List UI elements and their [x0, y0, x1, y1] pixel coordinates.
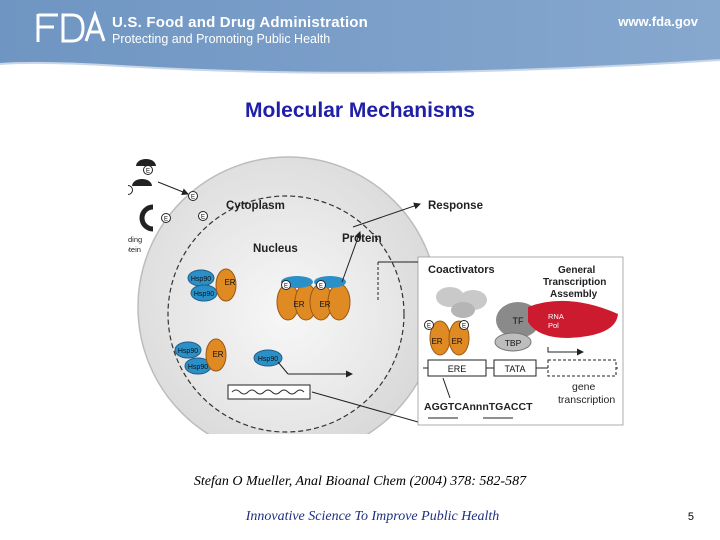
svg-text:Pol: Pol [548, 321, 559, 330]
hsp90-er-complex-bottom: Hsp90 Hsp90 ER Hsp90 [174, 338, 283, 375]
svg-text:Transcription: Transcription [543, 277, 606, 288]
transcription-detail-panel: Coactivators General Transcription Assem… [417, 256, 624, 426]
svg-text:ERE: ERE [448, 364, 467, 374]
nucleus-label: Nucleus [253, 243, 298, 255]
page-number: 5 [687, 511, 694, 523]
estrogen-molecule [188, 191, 198, 201]
header-banner: U.S. Food and Drug Administration Protec… [0, 0, 720, 75]
binding-protein-label-2: protein [128, 245, 141, 254]
svg-text:ER: ER [451, 337, 462, 346]
dna-strand [227, 384, 311, 400]
svg-text:Hsp90: Hsp90 [178, 348, 198, 355]
svg-text:E: E [191, 195, 195, 201]
website-link[interactable]: www.fda.gov [618, 14, 698, 29]
svg-text:ER: ER [319, 300, 330, 309]
protein-label: Protein [342, 233, 382, 245]
svg-text:E: E [462, 324, 466, 330]
svg-text:ER: ER [224, 278, 235, 287]
estrogen-molecules-outside: E E E [128, 159, 171, 232]
svg-text:RNA: RNA [548, 312, 564, 321]
mechanism-diagram: E E E binding protein E E Cytoplasm Nucl… [128, 156, 624, 434]
citation-text: Stefan O Mueller, Anal Bioanal Chem (200… [193, 474, 527, 489]
svg-text:E: E [319, 284, 323, 290]
svg-text:gene: gene [572, 381, 596, 393]
response-arrow [352, 202, 421, 228]
agency-tagline: Protecting and Promoting Public Health [112, 32, 331, 46]
svg-text:TATA: TATA [505, 364, 526, 374]
svg-text:transcription: transcription [558, 394, 615, 406]
svg-text:Hsp90: Hsp90 [258, 356, 278, 363]
estrogen-molecule [198, 211, 208, 221]
svg-text:E: E [284, 284, 288, 290]
svg-text:E: E [146, 169, 150, 175]
svg-text:Hsp90: Hsp90 [191, 276, 211, 283]
ere-sequence: AGGTCAnnnTGACCT [424, 401, 533, 413]
header-background [0, 0, 720, 74]
svg-text:Coactivators: Coactivators [428, 264, 495, 276]
agency-name: U.S. Food and Drug Administration [112, 14, 369, 31]
fda-logo [36, 10, 106, 43]
svg-text:Hsp90: Hsp90 [188, 364, 208, 371]
svg-text:E: E [164, 217, 168, 223]
footer-slogan: Innovative Science To Improve Public Hea… [245, 509, 500, 524]
svg-text:ER: ER [293, 300, 304, 309]
svg-text:E: E [427, 324, 431, 330]
svg-text:ER: ER [212, 350, 223, 359]
svg-text:TBP: TBP [505, 338, 522, 348]
response-label: Response [428, 200, 483, 212]
svg-text:Hsp90: Hsp90 [194, 291, 214, 298]
er-dimer-2: E ER [309, 276, 351, 321]
svg-text:ER: ER [431, 337, 442, 346]
cytoplasm-label: Cytoplasm [226, 200, 285, 212]
svg-text:General: General [558, 265, 595, 276]
hsp90-er-complex-top: Hsp90 Hsp90 ER [187, 268, 237, 302]
svg-text:E: E [201, 215, 205, 221]
svg-text:TF: TF [513, 316, 524, 326]
svg-text:Assembly: Assembly [550, 289, 598, 300]
slide-title: Molecular Mechanisms [245, 99, 475, 122]
binding-protein-label-1: binding [128, 235, 142, 244]
